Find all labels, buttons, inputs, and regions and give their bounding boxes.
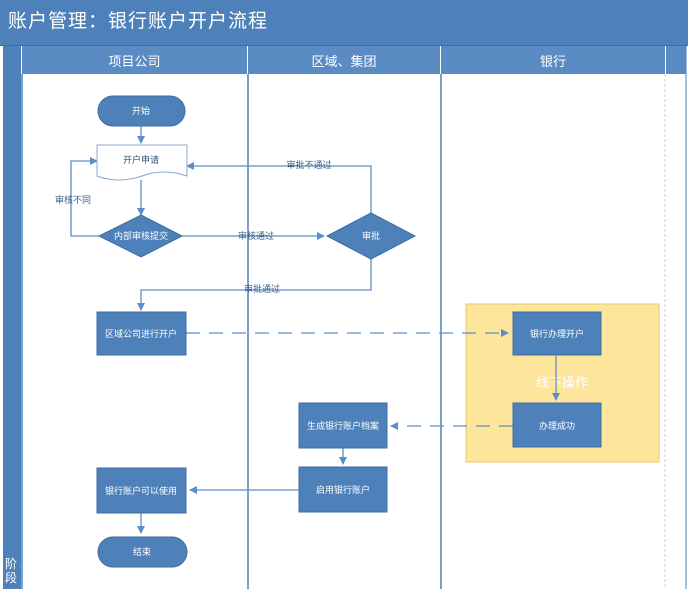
node-bank-process-label: 银行办理开户 (530, 328, 584, 340)
label-approval-rejected: 审批不通过 (286, 159, 331, 171)
node-approve-label: 审批 (362, 230, 380, 242)
node-success (512, 402, 602, 448)
node-enable-label: 启用银行账户 (316, 484, 370, 496)
node-success-label: 办理成功 (539, 420, 575, 432)
lane-header-region-group: 区域、集团 (248, 46, 441, 74)
edge-approval-passed (137, 259, 372, 311)
node-usable (96, 467, 187, 514)
lane-header-bank: 银行 (441, 46, 666, 74)
edge-review-rejected (70, 157, 99, 237)
node-archive-label: 生成银行账户档案 (307, 420, 379, 432)
offline-operation-label: 线下操作 (536, 375, 588, 391)
node-regional-open (96, 311, 187, 356)
title-bar: 账户管理：银行账户开户流程 (0, 0, 688, 46)
label-approval-passed: 审批通过 (244, 283, 280, 295)
label-review-rejected: 审核不同 (55, 194, 91, 206)
node-enable (298, 466, 388, 513)
node-internal-review (97, 214, 184, 258)
phase-column: 阶段 (3, 46, 21, 589)
phase-label: 阶段 (5, 557, 18, 585)
node-start (97, 95, 186, 127)
node-approve (325, 212, 417, 260)
node-start-label: 开始 (132, 105, 150, 117)
node-apply (96, 144, 188, 181)
node-archive (298, 402, 388, 449)
edge-approval-rejected (186, 162, 372, 213)
lane-header-project-company: 项目公司 (22, 46, 248, 74)
label-review-passed: 审核通过 (238, 230, 274, 242)
node-end-label: 结束 (133, 546, 151, 558)
node-bank-process (512, 311, 602, 356)
node-internal-review-label: 内部审核提交 (114, 230, 168, 242)
node-regional-open-label: 区域公司进行开户 (105, 328, 177, 340)
node-apply-label: 开户申请 (123, 154, 159, 166)
node-end (97, 536, 188, 568)
swimlane-dividers (21, 46, 687, 589)
page-title: 账户管理：银行账户开户流程 (8, 10, 269, 32)
node-usable-label: 银行账户可以使用 (105, 485, 177, 497)
